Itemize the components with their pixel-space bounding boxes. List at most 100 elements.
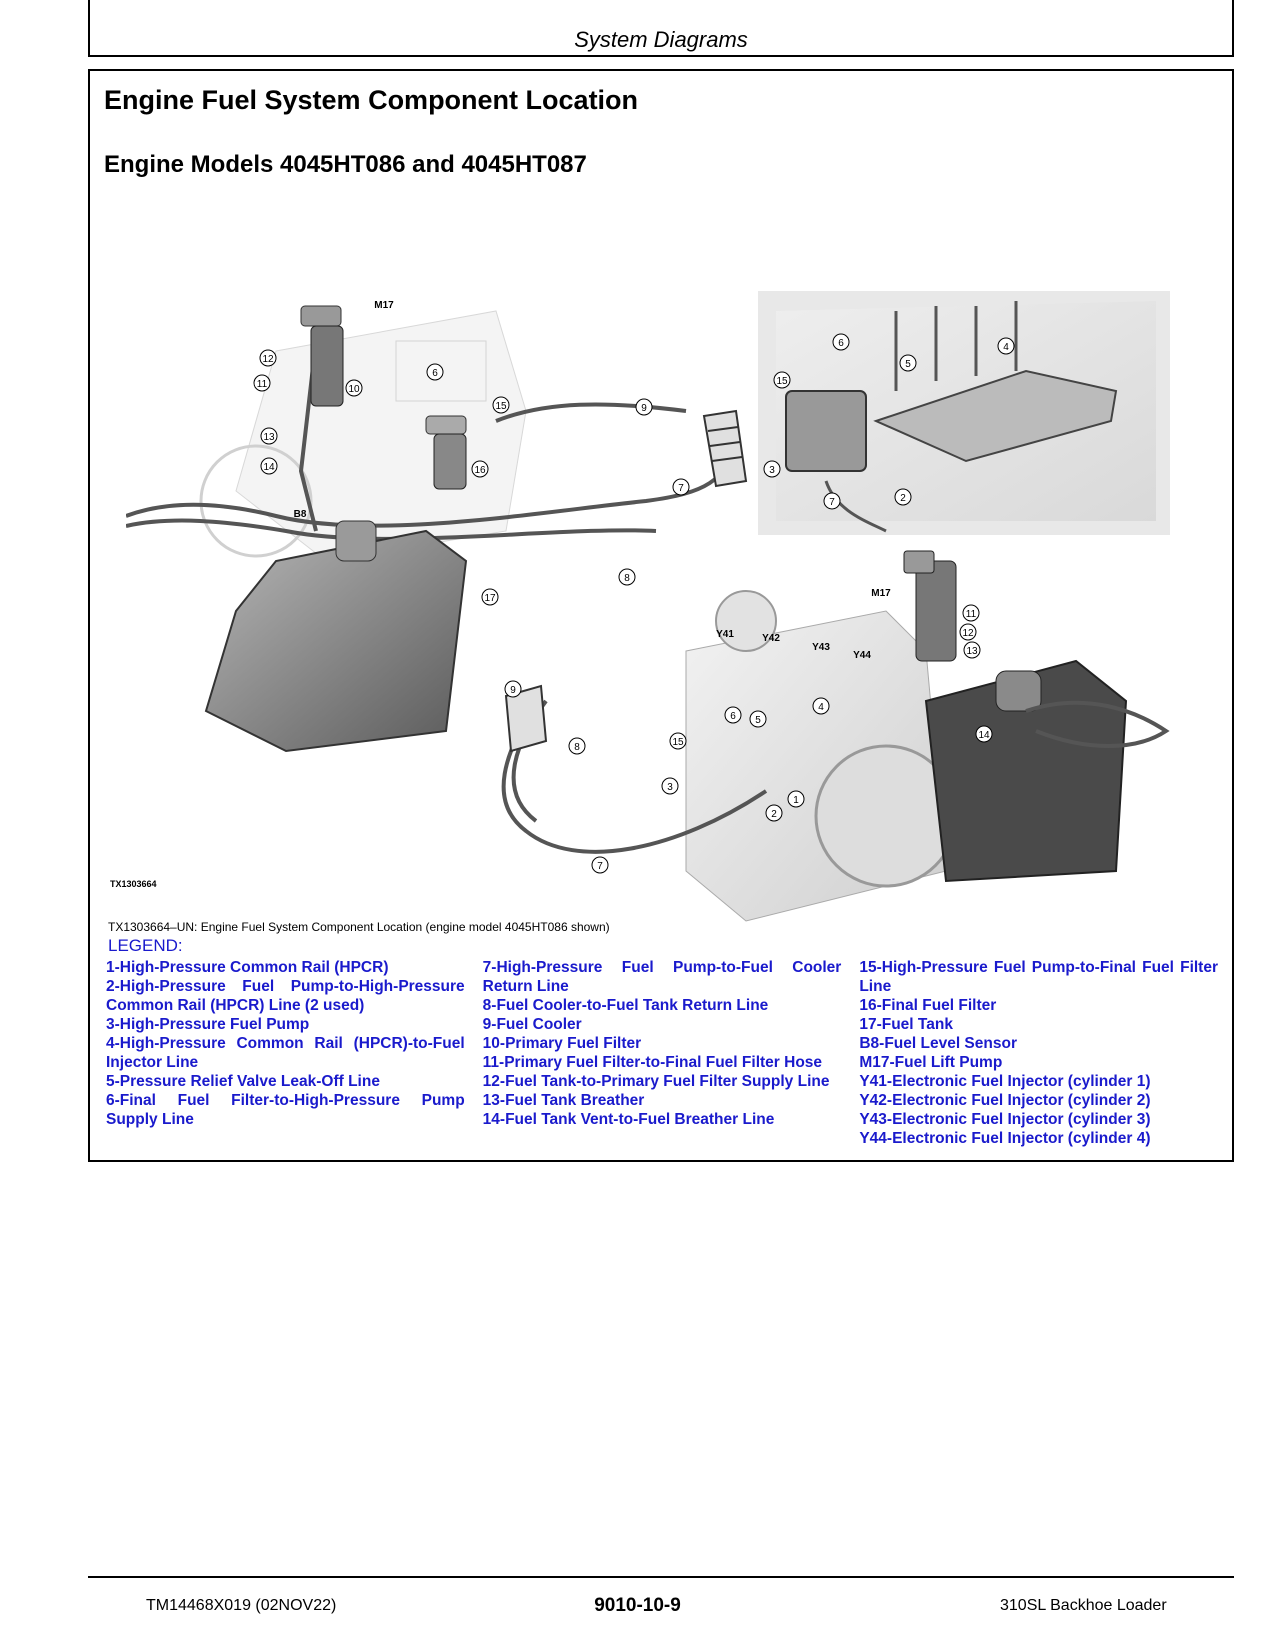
left-fuel-lines (126, 340, 738, 541)
callout-b8: B8 (294, 509, 307, 520)
callout-13-lower: 13 (963, 641, 981, 659)
legend-column-3: 15-High-Pressure Fuel Pump-to-Final Fuel… (859, 958, 1218, 1148)
svg-text:5: 5 (755, 715, 761, 726)
svg-text:14: 14 (263, 462, 275, 473)
svg-text:7: 7 (678, 483, 684, 494)
svg-text:8: 8 (624, 573, 630, 584)
svg-text:2: 2 (900, 493, 906, 504)
footer-doc-id: TM14468X019 (02NOV22) (146, 1597, 337, 1614)
svg-text:M17: M17 (871, 588, 891, 599)
section-title: System Diagrams (574, 27, 748, 52)
callout-y41: Y41 (716, 629, 734, 640)
legend-item: 1-High-Pressure Common Rail (HPCR) (106, 959, 389, 976)
callout-15-lower: 15 (669, 732, 687, 750)
fuel-tank-left (204, 520, 468, 753)
callout-4-lower: 4 (812, 697, 830, 715)
svg-text:4: 4 (1003, 342, 1009, 353)
legend-item: Y43-Electronic Fuel Injector (cylinder 3… (859, 1111, 1151, 1128)
callout-14-lower: 14 (975, 725, 993, 743)
svg-text:9: 9 (641, 403, 647, 414)
lower-engine-view (685, 550, 1128, 922)
svg-text:Y43: Y43 (812, 642, 830, 653)
callout-2-top: 2 (894, 488, 912, 506)
figure-id: TX1303664 (110, 879, 157, 889)
svg-text:13: 13 (263, 432, 275, 443)
fuel-cooler-lower (504, 684, 548, 753)
callout-3-lower: 3 (661, 777, 679, 795)
legend-item: 10-Primary Fuel Filter (482, 1035, 642, 1052)
header-box: System Diagrams (88, 0, 1234, 57)
legend-item: 5-Pressure Relief Valve Leak-Off Line (106, 1073, 380, 1090)
svg-text:Y42: Y42 (762, 633, 780, 644)
illustration-svg: M17 12 11 10 6 15 13 14 16 9 7 B8 8 17 6… (126, 291, 1170, 922)
legend-item: 3-High-Pressure Fuel Pump (106, 1016, 310, 1033)
callout-2-lower: 2 (765, 804, 783, 822)
callout-11-left: 11 (253, 374, 271, 392)
callout-m17-lower: M17 (871, 588, 891, 599)
callout-6-top: 6 (832, 333, 850, 351)
svg-text:B8: B8 (294, 509, 307, 520)
callout-6-lower: 6 (724, 706, 742, 724)
callout-15-top: 15 (773, 371, 791, 389)
svg-text:11: 11 (257, 379, 268, 390)
svg-text:6: 6 (838, 338, 844, 349)
final-fuel-filter (425, 415, 467, 490)
svg-text:10: 10 (348, 384, 360, 395)
svg-text:11: 11 (966, 609, 977, 620)
legend: 1-High-Pressure Common Rail (HPCR) 2-Hig… (106, 958, 1218, 1148)
callout-1-lower: 1 (787, 790, 805, 808)
callout-m17-left: M17 (374, 300, 394, 311)
svg-text:5: 5 (905, 359, 911, 370)
callout-8-lower: 8 (568, 737, 586, 755)
callout-11-lower: 11 (962, 604, 980, 622)
svg-text:3: 3 (667, 782, 673, 793)
callout-12-left: 12 (259, 349, 277, 367)
svg-text:2: 2 (771, 809, 777, 820)
primary-fuel-filter (300, 305, 344, 407)
legend-column-1: 1-High-Pressure Common Rail (HPCR) 2-Hig… (106, 958, 465, 1148)
callout-4-top: 4 (997, 337, 1015, 355)
svg-text:17: 17 (484, 593, 496, 604)
legend-item: 13-Fuel Tank Breather (482, 1092, 645, 1109)
legend-item: B8-Fuel Level Sensor (859, 1035, 1017, 1052)
callout-y42: Y42 (762, 633, 780, 644)
fuel-cooler-left (702, 409, 748, 488)
callout-y44: Y44 (853, 650, 871, 661)
callout-5-lower: 5 (749, 710, 767, 728)
callout-3-top: 3 (763, 460, 781, 478)
page-title: Engine Fuel System Component Location (104, 85, 639, 115)
legend-item: 6-Final Fuel Filter-to-High-Pressure Pum… (106, 1092, 465, 1128)
legend-item: 12-Fuel Tank-to-Primary Fuel Filter Supp… (482, 1073, 830, 1090)
svg-text:3: 3 (769, 465, 775, 476)
callout-16-left: 16 (471, 460, 489, 478)
legend-item: Y42-Electronic Fuel Injector (cylinder 2… (859, 1092, 1151, 1109)
svg-text:Y41: Y41 (716, 629, 734, 640)
high-pressure-pump-closeup (758, 291, 1170, 535)
main-content-box: Engine Fuel System Component Location En… (88, 69, 1234, 1162)
svg-text:9: 9 (510, 685, 516, 696)
callout-7-left: 7 (672, 478, 690, 496)
callout-9-lower: 9 (504, 680, 522, 698)
callout-7-top: 7 (823, 492, 841, 510)
legend-item: 14-Fuel Tank Vent-to-Fuel Breather Line (482, 1111, 775, 1128)
legend-item: 17-Fuel Tank (859, 1016, 953, 1033)
fuel-system-illustration: M17 12 11 10 6 15 13 14 16 9 7 B8 8 17 6… (126, 231, 1226, 971)
svg-text:6: 6 (730, 711, 736, 722)
legend-item: 11-Primary Fuel Filter-to-Final Fuel Fil… (482, 1054, 823, 1071)
svg-text:13: 13 (966, 646, 978, 657)
callout-5-top: 5 (899, 354, 917, 372)
figure-caption: TX1303664–UN: Engine Fuel System Compone… (108, 920, 610, 934)
legend-column-2: 7-High-Pressure Fuel Pump-to-Fuel Cooler… (483, 958, 842, 1148)
callouts: M17 12 11 10 6 15 13 14 16 9 7 B8 8 17 6… (253, 300, 1015, 874)
legend-item: 2-High-Pressure Fuel Pump-to-High-Pressu… (106, 978, 465, 1014)
svg-text:15: 15 (672, 737, 684, 748)
callout-10-left: 10 (345, 379, 363, 397)
legend-item: 15-High-Pressure Fuel Pump-to-Final Fuel… (859, 959, 1219, 995)
svg-text:16: 16 (474, 465, 486, 476)
legend-item: 8-Fuel Cooler-to-Fuel Tank Return Line (482, 997, 769, 1014)
page-subtitle: Engine Models 4045HT086 and 4045HT087 (104, 151, 587, 178)
svg-text:7: 7 (829, 497, 835, 508)
callout-17: 17 (481, 588, 499, 606)
footer-page-number: 9010-10-9 (594, 1595, 681, 1616)
legend-item: 4-High-Pressure Common Rail (HPCR)-to-Fu… (106, 1035, 465, 1071)
